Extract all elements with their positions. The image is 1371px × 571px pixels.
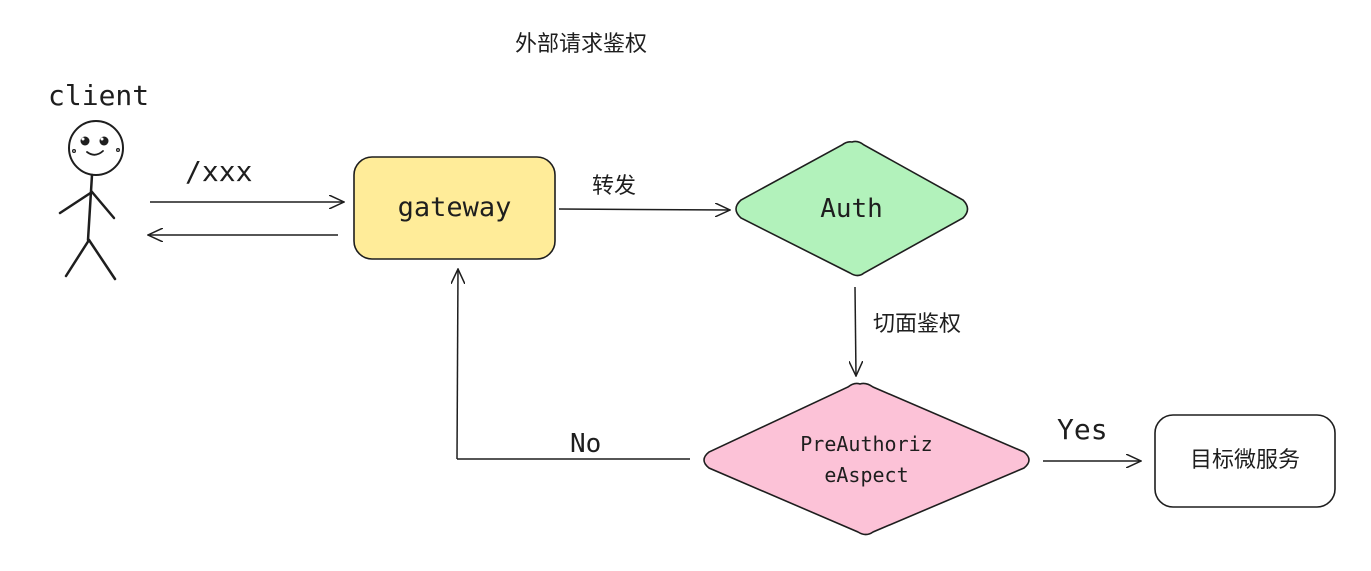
aspect-auth-label: 切面鉴权 (873, 312, 962, 337)
forward-label: 转发 (592, 174, 637, 199)
no-arrow-up (457, 269, 458, 460)
aspect-node (703, 382, 1030, 536)
request-path-label: /xxx (185, 155, 253, 188)
client-stick-figure-icon (58, 120, 124, 281)
aspect-auth-arrow (855, 286, 856, 376)
auth-label: Auth (820, 193, 883, 224)
target-service-node (1154, 414, 1336, 508)
forward-arrow (558, 209, 730, 210)
diagram-title: 外部请求鉴权 (515, 32, 648, 57)
gateway-label: gateway (397, 192, 512, 224)
yes-label: Yes (1057, 413, 1108, 446)
aspect-label-line1: PreAuthoriz (800, 431, 933, 456)
auth-node (735, 140, 969, 277)
target-service-label: 目标微服务 (1189, 448, 1300, 474)
aspect-label-line2: eAspect (824, 462, 909, 487)
no-label: No (570, 429, 602, 459)
aspect-label: PreAuthoriz eAspect (699, 382, 1034, 537)
gateway-node (353, 156, 556, 260)
client-label: client (48, 79, 150, 112)
